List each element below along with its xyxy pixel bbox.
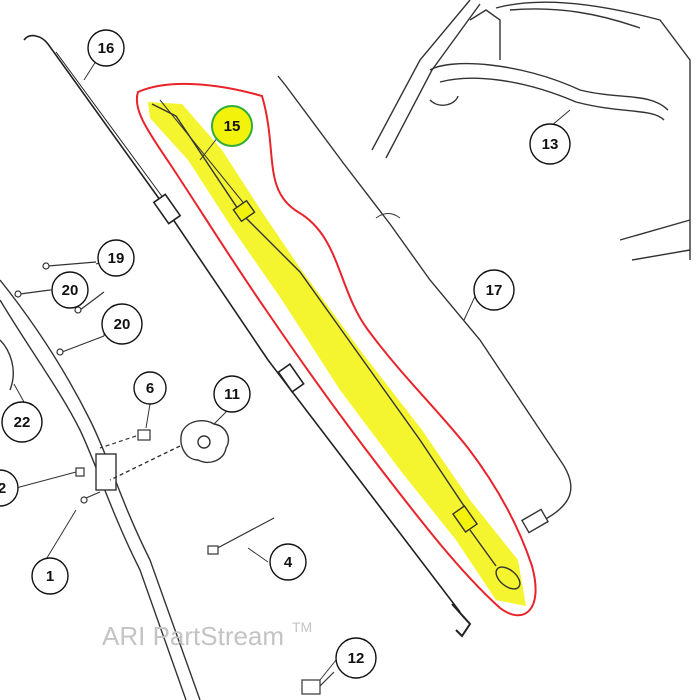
callout-15[interactable]: 15	[211, 105, 253, 147]
part-12-bolt	[301, 671, 335, 695]
callout-2-label: 2	[0, 480, 6, 497]
callout-1-label: 1	[46, 568, 54, 585]
callout-6[interactable]: 6	[133, 371, 167, 405]
callout-12[interactable]: 12	[335, 637, 377, 679]
callout-17[interactable]: 17	[473, 269, 515, 311]
callout-22[interactable]: 22	[1, 401, 43, 443]
selection-outline[interactable]	[135, 82, 537, 617]
callout-11-label: 11	[224, 386, 240, 403]
callout-2[interactable]: 2	[0, 469, 19, 507]
callout-11[interactable]: 11	[213, 375, 251, 413]
part-17-rod[interactable]	[277, 75, 572, 534]
callout-22-label: 22	[14, 414, 31, 431]
callout-20b-label: 20	[114, 316, 131, 333]
callout-17-label: 17	[486, 282, 503, 299]
screws-19-20	[14, 261, 105, 356]
callout-4[interactable]: 4	[269, 543, 307, 581]
callout-19[interactable]: 19	[97, 239, 135, 277]
callout-20a[interactable]: 20	[51, 271, 89, 309]
callout-12-label: 12	[348, 650, 365, 667]
callout-13-label: 13	[542, 136, 559, 153]
watermark-text: ARI PartStream	[102, 621, 284, 651]
callout-6-label: 6	[146, 380, 154, 397]
part-11-knob	[109, 420, 230, 481]
part-4-tie	[207, 517, 275, 555]
callout-20b[interactable]: 20	[101, 303, 143, 345]
callout-13[interactable]: 13	[529, 123, 571, 165]
part-6-bolt	[99, 429, 151, 449]
part-15-highlight	[148, 102, 526, 606]
callout-20a-label: 20	[62, 282, 79, 299]
watermark-trademark: TM	[292, 619, 312, 635]
callout-1[interactable]: 1	[31, 557, 69, 595]
callout-15-label: 15	[224, 118, 241, 135]
callout-16-label: 16	[98, 40, 115, 57]
callout-4-label: 4	[284, 554, 293, 571]
callout-19-label: 19	[108, 250, 125, 267]
handle-assembly	[371, 0, 691, 261]
part-16-cable[interactable]	[23, 34, 472, 638]
callout-16[interactable]: 16	[87, 29, 125, 67]
part-15-cable[interactable]	[151, 99, 524, 593]
left-frame	[0, 279, 201, 700]
